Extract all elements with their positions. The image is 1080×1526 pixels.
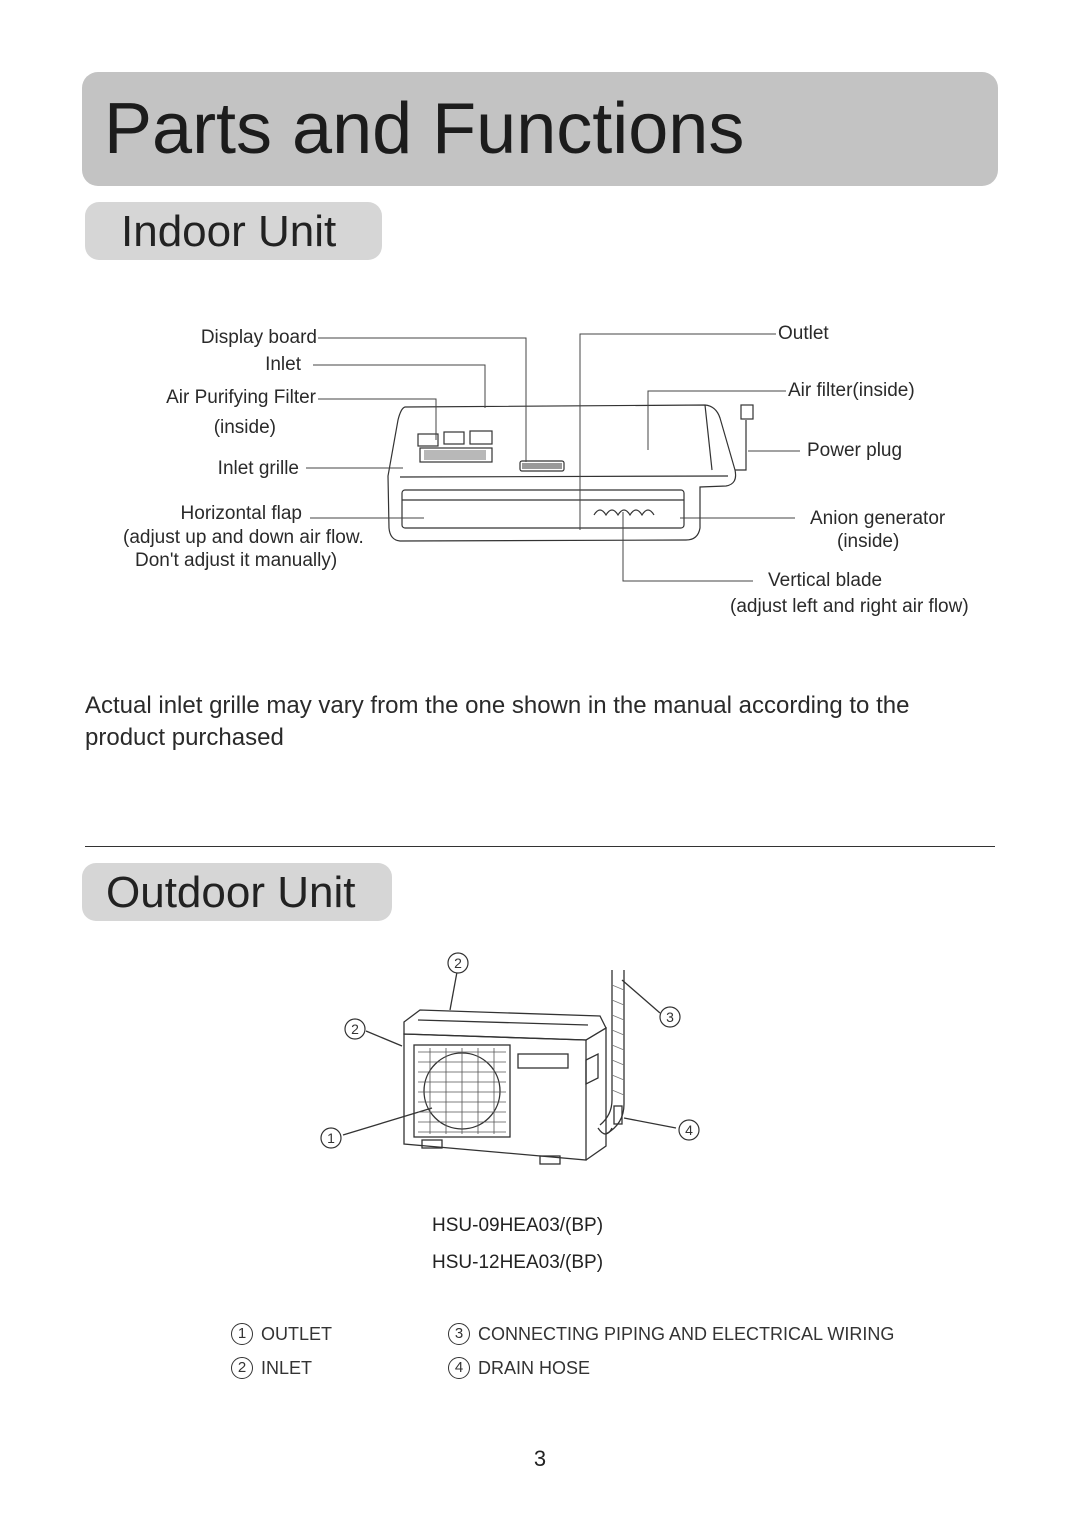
legend-number: 1 bbox=[231, 1323, 253, 1345]
label-vertical-blade-sub: (adjust left and right air flow) bbox=[730, 596, 969, 617]
legend-label: INLET bbox=[261, 1358, 313, 1378]
page-title: Parts and Functions bbox=[104, 89, 745, 169]
label-air-purifying-filter: Air Purifying Filter bbox=[166, 387, 316, 408]
outdoor-section-pill bbox=[82, 863, 392, 921]
legend-number: 2 bbox=[231, 1357, 253, 1379]
model-number: HSU-12HEA03/(BP) bbox=[432, 1252, 604, 1273]
indoor-unit-body bbox=[387, 404, 737, 542]
label-inlet: Inlet bbox=[265, 354, 301, 375]
label-power-plug: Power plug bbox=[807, 440, 903, 461]
indoor-section-pill bbox=[85, 202, 382, 260]
callout-label: 2 bbox=[351, 1021, 359, 1037]
inlet-grille-note: Actual inlet grille may vary from the on… bbox=[85, 692, 910, 751]
title-bar bbox=[82, 72, 998, 186]
label-vertical-blade: Vertical blade bbox=[768, 570, 883, 591]
legend-item: 4 DRAIN HOSE bbox=[448, 1356, 590, 1380]
label-horizontal-flap: Horizontal flap bbox=[180, 503, 302, 524]
legend-label: DRAIN HOSE bbox=[478, 1358, 591, 1378]
section-divider bbox=[85, 846, 995, 847]
label-horizontal-flap-sub2: Don't adjust it manually) bbox=[135, 550, 338, 571]
callout-label: 3 bbox=[666, 1009, 674, 1025]
legend-label: CONNECTING PIPING AND ELECTRICAL WIRING bbox=[478, 1324, 895, 1344]
callout-2-top bbox=[447, 952, 469, 974]
label-display-board: Display board bbox=[200, 327, 317, 348]
label-air-purifying-filter-sub: (inside) bbox=[213, 417, 276, 438]
callout-2-side bbox=[344, 1018, 366, 1040]
callout-label: 4 bbox=[685, 1122, 693, 1138]
legend-item: 2 INLET bbox=[231, 1356, 312, 1380]
page-number: 3 bbox=[533, 1446, 547, 1471]
label-anion-generator-sub: (inside) bbox=[837, 531, 900, 552]
label-air-filter: Air filter(inside) bbox=[788, 380, 915, 401]
label-inlet-grille: Inlet grille bbox=[217, 458, 299, 479]
label-anion-generator: Anion generator bbox=[810, 508, 946, 529]
callout-label: 2 bbox=[454, 955, 462, 971]
callout-3 bbox=[659, 1006, 681, 1028]
label-outlet: Outlet bbox=[778, 323, 829, 344]
legend-number: 4 bbox=[448, 1357, 470, 1379]
callout-4 bbox=[678, 1119, 700, 1141]
legend-label: OUTLET bbox=[261, 1324, 333, 1344]
legend-item: 3 CONNECTING PIPING AND ELECTRICAL WIRIN… bbox=[448, 1322, 894, 1346]
callout-1 bbox=[320, 1127, 342, 1149]
model-number: HSU-09HEA03/(BP) bbox=[432, 1215, 604, 1236]
indoor-section-title: Indoor Unit bbox=[121, 207, 337, 256]
outdoor-unit-front bbox=[403, 1033, 587, 1161]
label-horizontal-flap-sub1: (adjust up and down air flow. bbox=[123, 527, 364, 548]
legend-number: 3 bbox=[448, 1323, 470, 1345]
callout-label: 1 bbox=[327, 1130, 335, 1146]
outdoor-section-title: Outdoor Unit bbox=[106, 868, 356, 917]
legend-item: 1 OUTLET bbox=[231, 1322, 332, 1346]
